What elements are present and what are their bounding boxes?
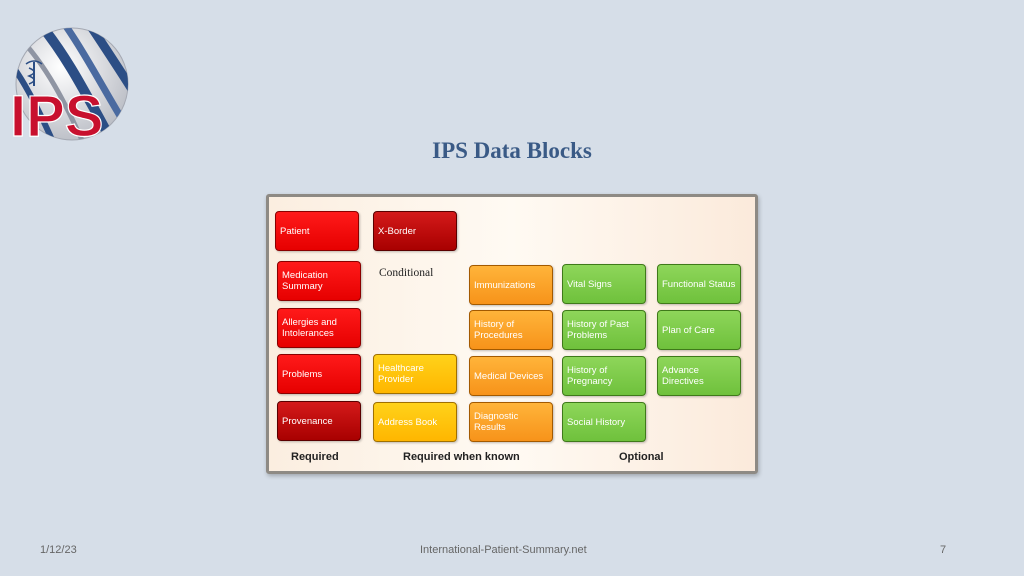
block-medical-devices: Medical Devices — [469, 356, 553, 396]
block-immunizations: Immunizations — [469, 265, 553, 305]
footer-page-number: 7 — [940, 544, 947, 556]
block-x-border: X-Border — [373, 211, 457, 251]
footer-date: 1/12/23 — [40, 544, 77, 556]
block-patient: Patient — [275, 211, 359, 251]
footer-site: International-Patient-Summary.net — [420, 544, 587, 556]
block-problems: Problems — [277, 354, 361, 394]
block-social-history: Social History — [562, 402, 646, 442]
conditional-label: Conditional — [379, 267, 434, 279]
block-history-past-problems: History of Past Problems — [562, 310, 646, 350]
block-history-of-pregnancy: History of Pregnancy — [562, 356, 646, 396]
block-vital-signs: Vital Signs — [562, 264, 646, 304]
logo-text: IPS — [10, 84, 104, 146]
category-required-when-known: Required when known — [403, 451, 520, 463]
block-address-book: Address Book — [373, 402, 457, 442]
category-optional: Optional — [619, 451, 664, 463]
block-healthcare-provider: Healthcare Provider — [373, 354, 457, 394]
block-medication-summary: Medication Summary — [277, 261, 361, 301]
block-advance-directives: Advance Directives — [657, 356, 741, 396]
ips-logo: IPS — [6, 24, 130, 150]
block-diagnostic-results: Diagnostic Results — [469, 402, 553, 442]
block-functional-status: Functional Status — [657, 264, 741, 304]
block-provenance: Provenance — [277, 401, 361, 441]
ips-logo-graphic: IPS — [9, 27, 129, 150]
page-title: IPS Data Blocks — [432, 138, 592, 163]
block-allergies-intolerances: Allergies and Intolerances — [277, 308, 361, 348]
block-plan-of-care: Plan of Care — [657, 310, 741, 350]
caduceus-icon — [25, 60, 43, 86]
category-required: Required — [291, 451, 339, 463]
data-blocks-panel: Patient X-Border Conditional Medication … — [266, 194, 758, 474]
block-history-of-procedures: History of Procedures — [469, 310, 553, 350]
